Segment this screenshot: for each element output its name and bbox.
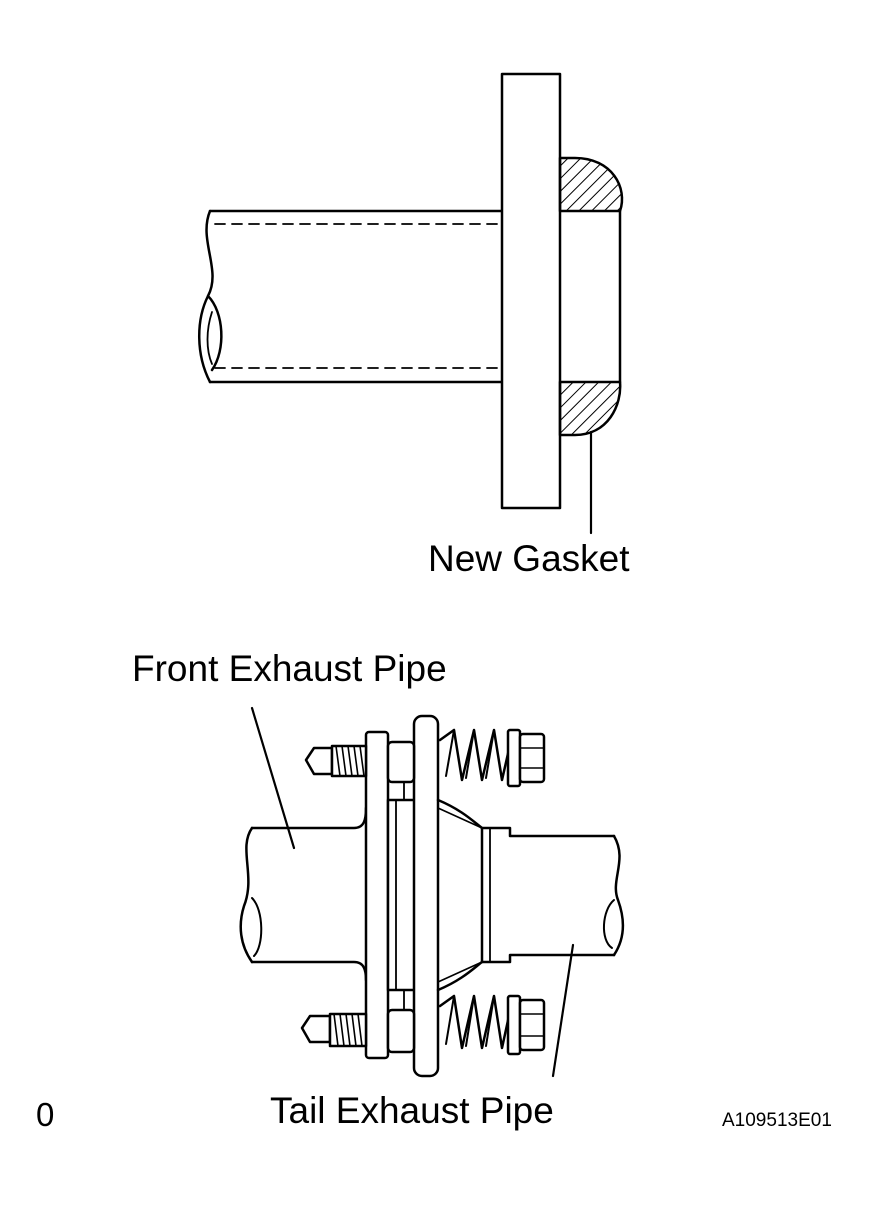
pipe-break-end bbox=[198, 209, 214, 384]
pipe-break-inner bbox=[206, 294, 223, 372]
flange bbox=[500, 72, 562, 510]
gasket-detail-figure bbox=[198, 72, 624, 535]
front-pipe-leader-line bbox=[250, 706, 296, 850]
front-pipe-lower bbox=[250, 960, 368, 982]
corner-mark-label: 0 bbox=[36, 1096, 55, 1133]
front-pipe-upper bbox=[250, 806, 368, 830]
ball-joint bbox=[436, 798, 484, 992]
upper-bolt-assembly bbox=[304, 728, 546, 801]
gasket-upper bbox=[558, 156, 624, 213]
lower-bolt-assembly bbox=[300, 989, 546, 1056]
figure-code-label: A109513E01 bbox=[722, 1110, 832, 1131]
front-exhaust-pipe-label: Front Exhaust Pipe bbox=[132, 648, 447, 689]
tail-pipe-leader-line bbox=[551, 943, 575, 1078]
tail-exhaust-pipe-label: Tail Exhaust Pipe bbox=[270, 1090, 554, 1131]
new-gasket-label: New Gasket bbox=[428, 538, 630, 579]
upper-spring bbox=[438, 728, 514, 782]
joint-assembly-figure bbox=[239, 706, 625, 1078]
tail-pipe-upper bbox=[480, 826, 616, 838]
front-flange bbox=[364, 730, 390, 1060]
front-pipe-end bbox=[239, 826, 254, 964]
tail-pipe-lower bbox=[480, 953, 616, 964]
pipe-bore-hidden-lines bbox=[214, 223, 561, 369]
lower-spring bbox=[438, 994, 514, 1050]
gasket-lower bbox=[558, 380, 622, 437]
tail-pipe-end bbox=[612, 834, 625, 957]
tail-flange bbox=[412, 714, 440, 1078]
